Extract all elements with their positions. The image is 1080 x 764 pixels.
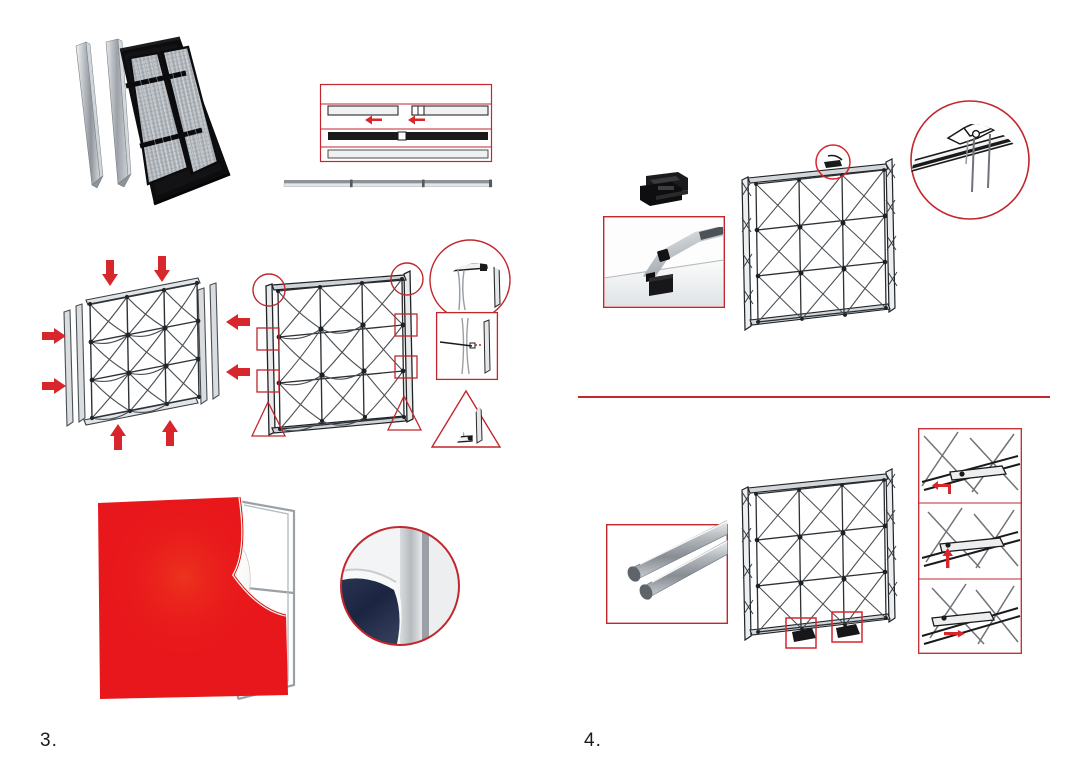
step-arrow-left bbox=[932, 481, 951, 494]
black-clip-component bbox=[636, 170, 692, 208]
assembly-arrow bbox=[408, 115, 425, 125]
callout-square-foot-right bbox=[831, 611, 863, 643]
frame-expansion-diagram bbox=[40, 252, 252, 458]
red-graphic-panel-attachment bbox=[88, 487, 320, 709]
page-number-left: 3. bbox=[40, 730, 58, 751]
callout-square-foot-left bbox=[785, 617, 817, 649]
step-arrow-right bbox=[944, 630, 965, 638]
callout-triangle-bottom-left bbox=[250, 400, 287, 437]
top-rail-hook-detail bbox=[428, 238, 512, 322]
assembled-top-rail bbox=[283, 178, 493, 190]
callout-triangle-bottom-right bbox=[386, 394, 423, 431]
expansion-arrow-right bbox=[226, 314, 250, 380]
foot-step-align bbox=[921, 431, 1021, 495]
rail-joining-detail bbox=[319, 83, 493, 163]
page-number-right: 4. bbox=[584, 730, 602, 751]
assembly-arrow bbox=[365, 115, 382, 125]
expansion-arrow-bottom bbox=[110, 420, 178, 450]
callout-square-mid-right-upper bbox=[394, 313, 418, 337]
black-mesh-carry-bag bbox=[119, 36, 231, 206]
callout-square-mid-right-lower bbox=[394, 355, 418, 379]
callout-circle-top-left bbox=[252, 273, 286, 307]
section-divider bbox=[578, 396, 1050, 399]
fabric-edge-closeup bbox=[338, 524, 462, 648]
frame-with-callouts bbox=[250, 244, 442, 448]
frame-with-foot-callouts bbox=[736, 450, 912, 662]
callout-square-mid-left-upper bbox=[256, 327, 280, 351]
clip-attachment-photo bbox=[602, 215, 725, 308]
aluminum-rail-left bbox=[75, 41, 104, 189]
foot-installation-steps bbox=[918, 428, 1022, 654]
expansion-arrow-left bbox=[42, 328, 66, 394]
step-arrow-up bbox=[942, 548, 953, 568]
callout-circle-top-right bbox=[390, 262, 424, 296]
foot-step-press bbox=[921, 507, 1021, 569]
callout-square-mid-left-lower bbox=[256, 369, 280, 393]
mid-rail-pin-detail bbox=[435, 311, 499, 381]
carry-bag-with-frame-parts bbox=[62, 28, 262, 208]
frame-with-top-clip-callout bbox=[736, 140, 912, 352]
foot-step-lock bbox=[921, 583, 1021, 645]
bottom-rail-foot-detail bbox=[430, 388, 502, 450]
callout-circle-top-clip bbox=[815, 144, 851, 180]
expansion-arrow-top bbox=[102, 256, 170, 286]
top-rail-clip-detail bbox=[908, 98, 1032, 222]
aluminum-rails-photo bbox=[605, 524, 728, 624]
aluminum-rail-right bbox=[105, 38, 132, 188]
